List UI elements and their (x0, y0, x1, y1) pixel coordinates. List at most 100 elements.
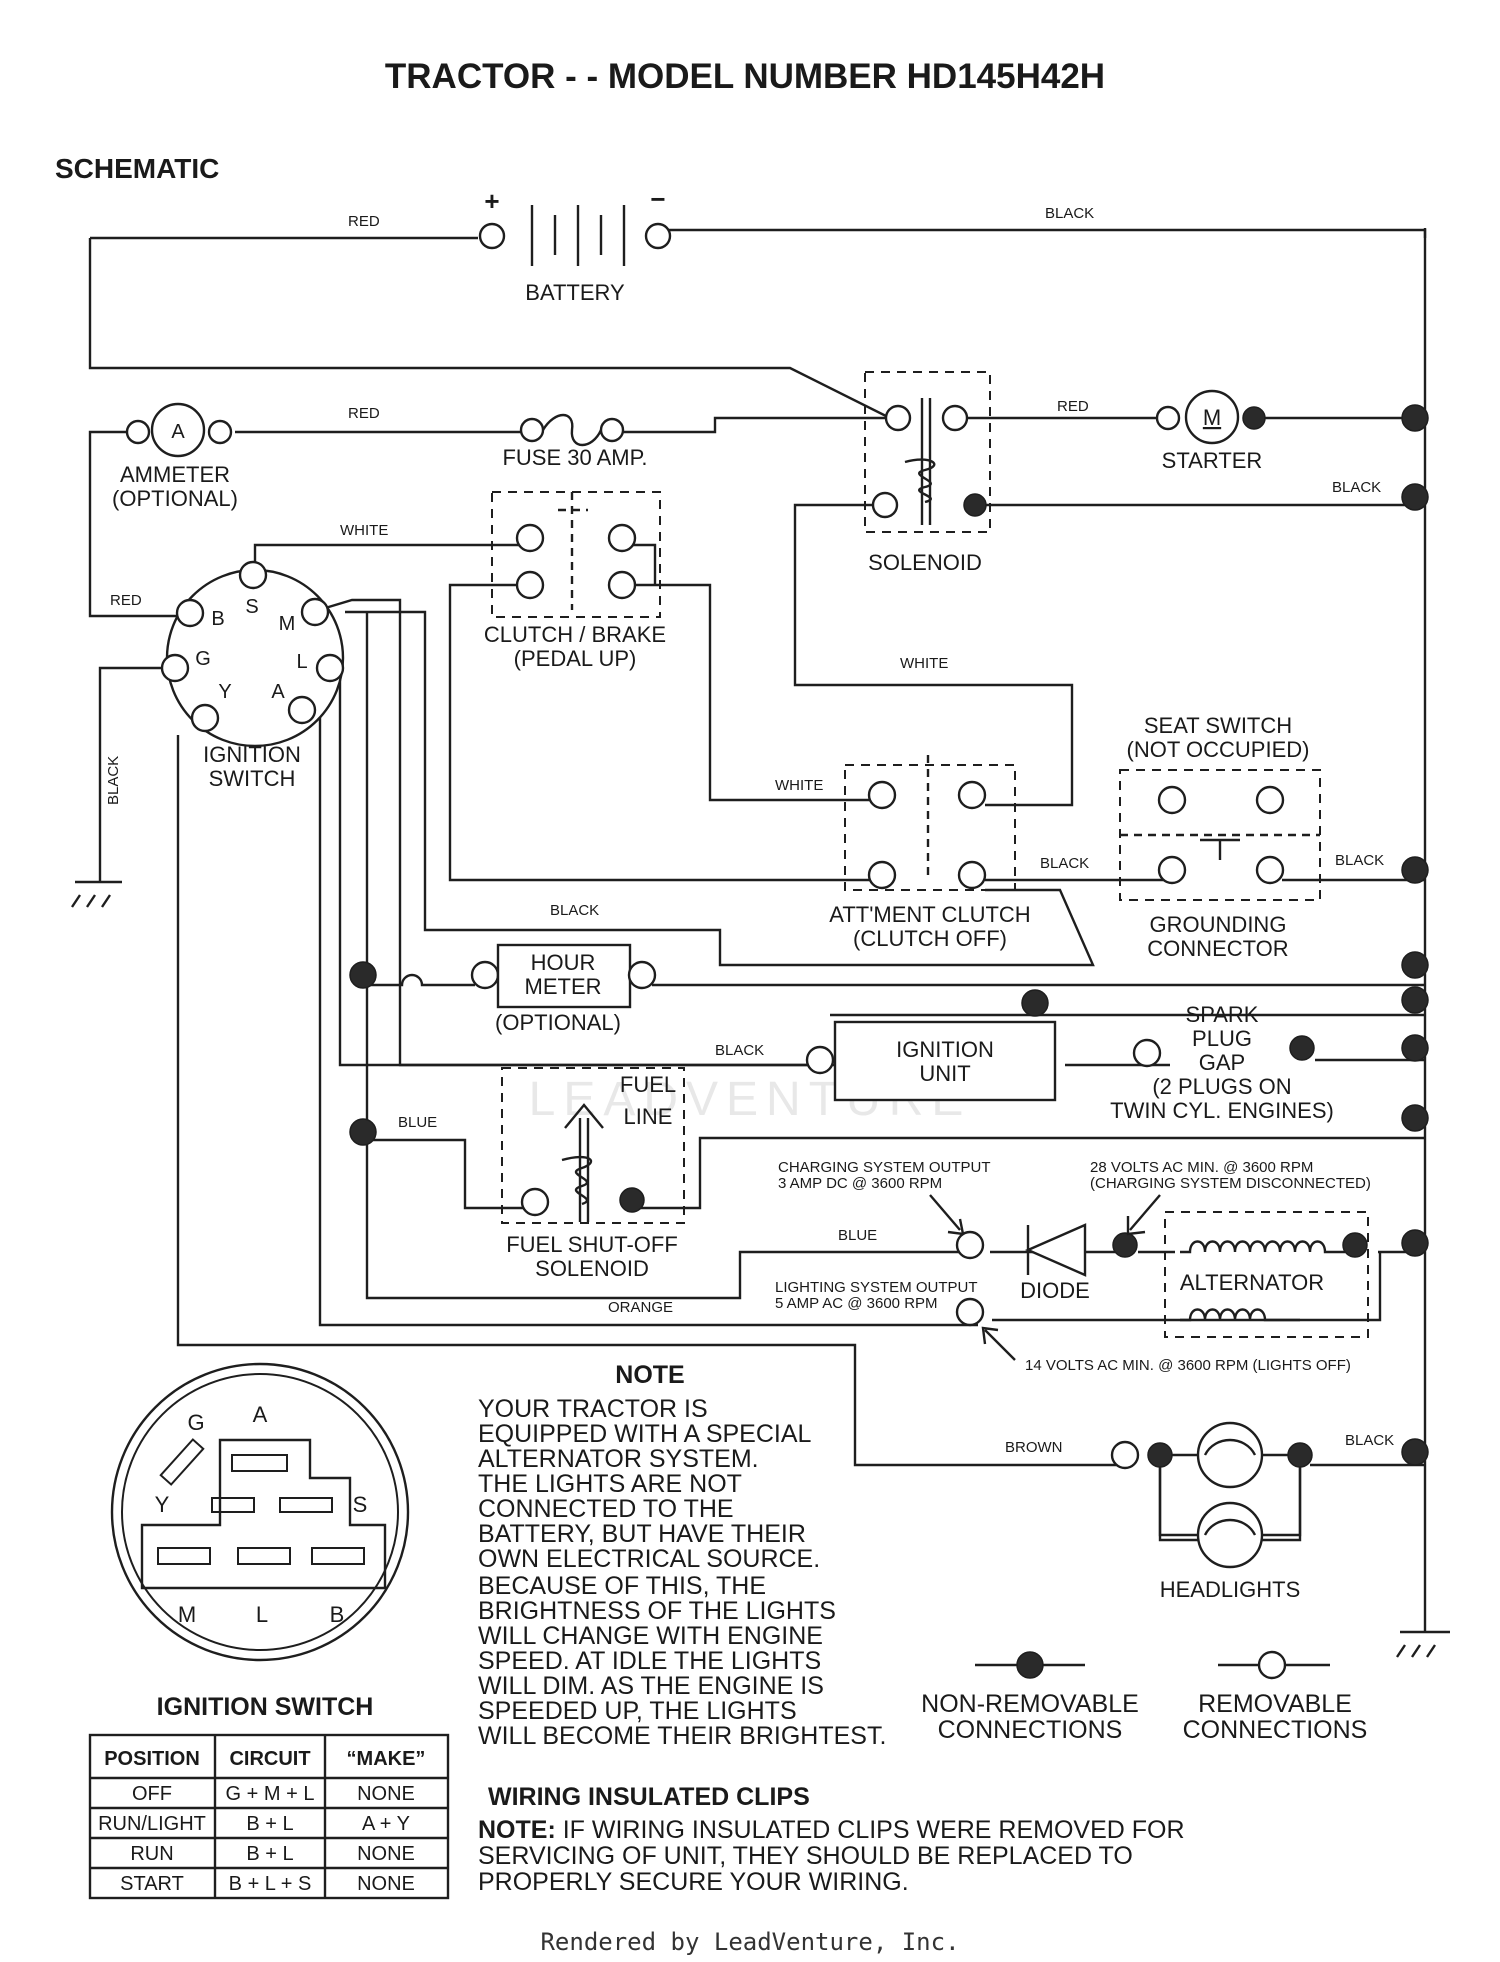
clutch-brake-terminal-2 (607, 523, 637, 553)
table-cell: RUN/LIGHT (98, 1813, 206, 1835)
fuse: FUSE 30 AMP. (502, 413, 648, 470)
ignition-switch-table: IGNITION SWITCH POSITION CIRCUIT “MAKE” … (88, 1693, 450, 1900)
spark-plug-label: PLUG (1192, 1026, 1252, 1051)
fuel-ground-wire (640, 1136, 1425, 1210)
battery-cells-icon (530, 205, 626, 266)
switch-terminal-b (175, 598, 205, 628)
battery-red-wire (88, 236, 891, 420)
battery-black-wire (660, 228, 1427, 238)
fuel-solenoid-terminal (520, 1187, 550, 1217)
switch-label-b: B (211, 608, 224, 630)
wire-label-red-3: RED (1057, 398, 1089, 415)
volts-14-arrow-icon (981, 1326, 1016, 1361)
wire-label-black-4: BLACK (1335, 852, 1384, 869)
attment-terminal-4 (957, 860, 987, 890)
wire-label-black-6: BLACK (715, 1042, 764, 1059)
switch-face-label-s: S (353, 1492, 368, 1517)
fuse-solenoid-wire (622, 416, 890, 434)
ignition-switch: B S M G L Y A IGNITION SWITCH (160, 560, 345, 791)
fuel-solenoid-label: FUEL SHUT-OFF (506, 1232, 678, 1257)
legend-removable-label-2: CONNECTIONS (1183, 1716, 1368, 1744)
switch-label-y: Y (218, 681, 231, 703)
headlight-junction-left (1147, 1442, 1173, 1468)
brown-headlight-wire (176, 735, 1125, 1467)
table-cell: NONE (357, 1843, 415, 1865)
bus-junction-hour-meter (1401, 951, 1429, 979)
wire-label-black-vertical: BLACK (105, 756, 122, 805)
lighting-output-rate-label: 5 AMP AC @ 3600 RPM (775, 1295, 938, 1312)
grounding-connector-label: GROUNDING (1150, 912, 1287, 937)
wire-label-blue-1: BLUE (398, 1114, 437, 1131)
fuse-right-terminal (599, 417, 625, 443)
bus-junction-solenoid (1401, 483, 1429, 511)
charging-system: CHARGING SYSTEM OUTPUT 3 AMP DC @ 3600 R… (775, 1159, 1371, 1374)
ammeter-symbol: A (171, 421, 185, 443)
bus-junction-spark (1401, 1034, 1429, 1062)
table-header-position: POSITION (104, 1748, 200, 1770)
spark-twin-cyl-label: TWIN CYL. ENGINES) (1110, 1098, 1334, 1123)
seat-terminal-2 (1255, 785, 1285, 815)
right-ground-symbol (1396, 1630, 1450, 1658)
solenoid-terminal-bottom-left (871, 491, 899, 519)
ignition-unit-box (833, 1020, 1057, 1102)
spark-plugs-note-label: (2 PLUGS ON (1152, 1074, 1291, 1099)
bus-junction-seat (1401, 856, 1429, 884)
battery-positive-terminal (478, 222, 506, 250)
switch-face-label-y: Y (155, 1492, 170, 1517)
hour-meter: HOUR METER (OPTIONAL) (470, 943, 657, 1035)
hour-meter-optional-label: (OPTIONAL) (495, 1010, 621, 1035)
switch-terminal-l (315, 653, 345, 683)
wire-label-orange: ORANGE (608, 1299, 673, 1316)
switch-face-slot-g (159, 1438, 205, 1486)
wire-label-white-1: WHITE (340, 522, 388, 539)
wiring-clips-note: WIRING INSULATED CLIPS NOTE: IF WIRING I… (478, 1783, 1185, 1896)
ignition-unit-terminal (805, 1045, 835, 1075)
attachment-clutch-switch: ATT'MENT CLUTCH (CLUTCH OFF) (829, 755, 1031, 951)
fuel-blue-wire (367, 1138, 525, 1210)
bus-junction-starter (1401, 404, 1429, 432)
switch-terminal-g (160, 653, 190, 683)
lighting-output-label: LIGHTING SYSTEM OUTPUT (775, 1279, 978, 1296)
headlights: HEADLIGHTS (1110, 1421, 1313, 1602)
note-line: SPEEDED UP, THE LIGHTS (478, 1697, 797, 1725)
ignition-switch-label-2: SWITCH (209, 766, 296, 791)
footer-credit: Rendered by LeadVenture, Inc. (540, 1928, 959, 1956)
diode-icon (1025, 1223, 1087, 1277)
wire-label-black-7: BLACK (1345, 1432, 1394, 1449)
fuse-icon (541, 413, 603, 447)
wire-label-black-5: BLACK (550, 902, 599, 919)
alternator-coil-top-icon (1180, 1240, 1345, 1254)
switch-label-m: M (279, 613, 296, 635)
ignition-table-grid (90, 1735, 448, 1898)
note-line: CONNECTED TO THE (478, 1495, 734, 1523)
clutch-brake-terminal-4 (607, 570, 637, 600)
note-line: SPEED. AT IDLE THE LIGHTS (478, 1647, 821, 1675)
attment-terminal-2 (957, 780, 987, 810)
attment-clutch-label: ATT'MENT CLUTCH (829, 902, 1030, 927)
table-cell: NONE (357, 1783, 415, 1805)
table-cell: NONE (357, 1873, 415, 1895)
switch-white-wire (253, 543, 530, 580)
bus-junction-headlights (1401, 1438, 1429, 1466)
switch-face-inner-circle (121, 1373, 399, 1651)
ignition-unit-junction (1021, 989, 1049, 1017)
ignition-table-title: IGNITION SWITCH (157, 1693, 374, 1721)
seat-switch-state-label: (NOT OCCUPIED) (1127, 737, 1310, 762)
headlight-parallel-wire (1158, 1453, 1302, 1537)
table-cell: A + Y (362, 1813, 410, 1835)
ignition-unit-label-2: UNIT (919, 1061, 970, 1086)
battery: + − BATTERY (478, 184, 672, 305)
alternator-label: ALTERNATOR (1180, 1270, 1324, 1295)
switch-terminal-s (238, 560, 268, 590)
switch-label-s: S (245, 596, 258, 618)
note-line: BRIGHTNESS OF THE LIGHTS (478, 1597, 836, 1625)
headlight-2-filament-icon (1203, 1518, 1257, 1536)
switch-face-label-m: M (178, 1602, 196, 1627)
clutch-attment-wire (628, 543, 885, 802)
clutch-brake-terminal-3 (515, 570, 545, 600)
ammeter-icon (150, 402, 206, 458)
solenoid-terminal-top-right (941, 404, 969, 432)
fuel-coil-icon (561, 1155, 593, 1206)
headlights-label: HEADLIGHTS (1160, 1577, 1301, 1602)
